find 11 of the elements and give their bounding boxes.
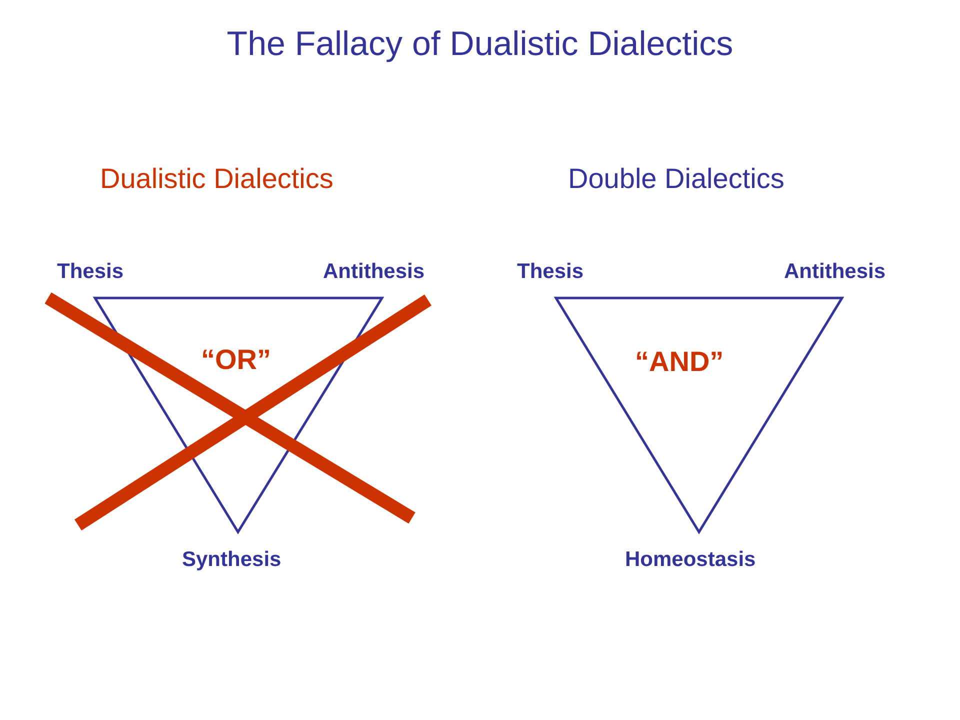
section-heading: Double Dialectics — [568, 163, 784, 195]
relation-word: “OR” — [201, 344, 271, 376]
vertex-label: Antithesis — [323, 260, 425, 284]
title: The Fallacy of Dualistic Dialectics — [226, 25, 734, 64]
vertex-label: Synthesis — [182, 548, 282, 572]
vertex-label: Thesis — [57, 260, 124, 284]
vertex-label: Thesis — [517, 260, 584, 284]
section-heading: Dualistic Dialectics — [100, 163, 334, 195]
vertex-label: Homeostasis — [625, 548, 756, 572]
vertex-label: Antithesis — [784, 260, 886, 284]
relation-word: “AND” — [635, 346, 724, 378]
